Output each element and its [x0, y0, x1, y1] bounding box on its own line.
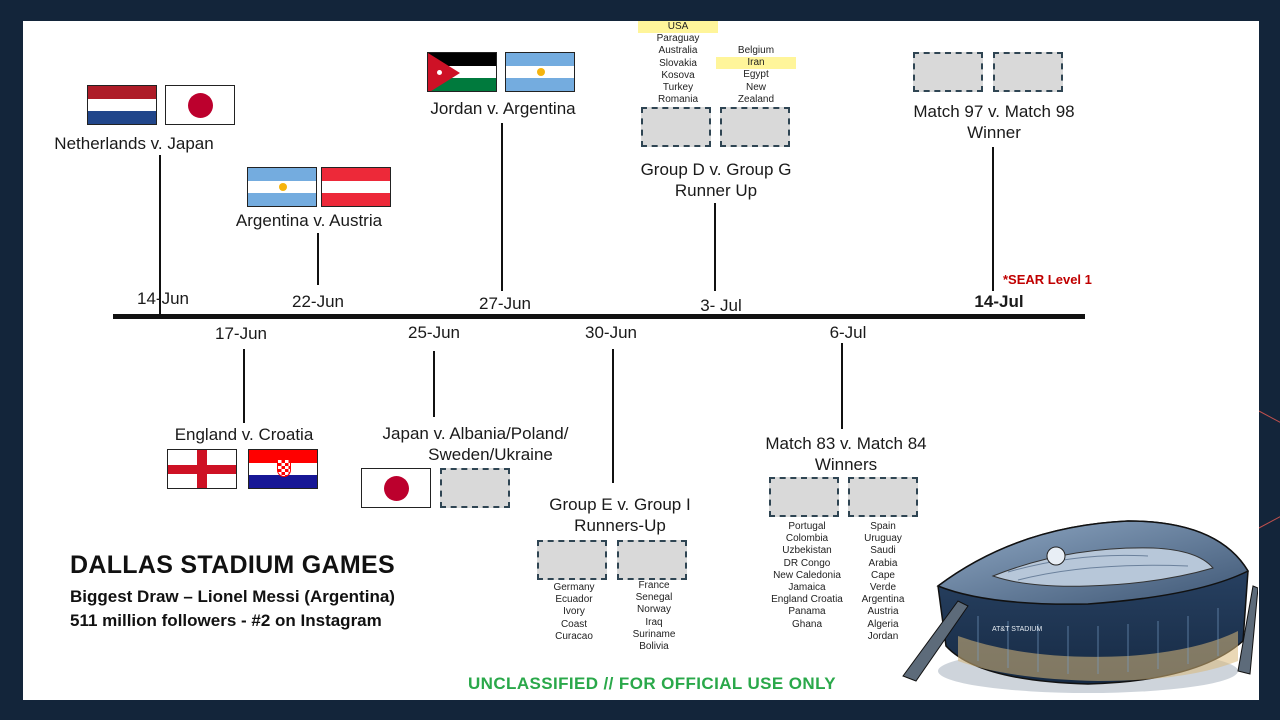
timeline-tick — [714, 203, 716, 291]
subtitle-followers: 511 million followers - #2 on Instagram — [70, 611, 382, 630]
timeline-tick — [243, 349, 245, 423]
match-label-match-83-84: Match 83 v. Match 84 Winners — [765, 434, 927, 474]
stadium-illustration: AT&T STADIUM — [902, 520, 1258, 693]
date-label: 6-Jul — [829, 323, 867, 342]
date-label: 30-Jun — [585, 323, 637, 342]
classification-banner: UNCLASSIFIED // FOR OFFICIAL USE ONLY — [468, 674, 837, 693]
slide: Netherlands v. Japan 14-Jun Argentina v.… — [23, 21, 1259, 700]
timeline-tick — [159, 155, 161, 316]
argentina-flag — [505, 52, 575, 92]
date-label: 14-Jul — [974, 292, 1024, 311]
match-label-group-d-g: Group D v. Group G Runner Up — [640, 160, 792, 200]
team-list-match-84: Spain Uruguay Saudi Arabia Cape Verde Ar… — [861, 521, 905, 642]
team-placeholder — [537, 540, 607, 580]
timeline-tick — [501, 123, 503, 291]
match-label-group-e-i: Group E v. Group I Runners-Up — [549, 495, 691, 535]
jordan-flag — [427, 52, 497, 92]
team-placeholder — [769, 477, 839, 517]
match-label-netherlands-japan: Netherlands v. Japan — [54, 134, 214, 153]
match-label-japan-albania: Japan v. Albania/Poland/ Sweden/Ukraine — [382, 424, 569, 464]
timeline-tick — [433, 351, 435, 417]
england-flag — [167, 449, 237, 489]
croatia-flag — [248, 449, 318, 489]
timeline-tick — [992, 147, 994, 291]
japan-flag — [165, 85, 235, 125]
date-label: 27-Jun — [479, 294, 531, 313]
sear-note: *SEAR Level 1 — [1003, 272, 1092, 287]
japan-flag — [361, 468, 431, 508]
page-title: DALLAS STADIUM GAMES — [70, 551, 395, 579]
team-placeholder — [913, 52, 983, 92]
team-list-group-e: Germany Ecuador Ivory Coast Curacao — [553, 582, 595, 642]
timeline-tick — [841, 343, 843, 429]
team-placeholder — [617, 540, 687, 580]
match-label-argentina-austria: Argentina v. Austria — [235, 211, 383, 230]
timeline-tick — [317, 233, 319, 285]
date-label: 22-Jun — [292, 292, 344, 311]
team-placeholder — [720, 107, 790, 147]
team-list-group-g: Belgium Iran Egypt New Zealand — [716, 45, 796, 106]
timeline-axis — [113, 314, 1085, 319]
date-label: 25-Jun — [408, 323, 460, 342]
date-label: 3- Jul — [700, 296, 742, 315]
match-label-final: Match 97 v. Match 98 Winner — [913, 102, 1075, 142]
argentina-flag — [247, 167, 317, 207]
austria-flag — [321, 167, 391, 207]
match-label-jordan-argentina: Jordan v. Argentina — [430, 99, 576, 118]
team-list-match-83: Portugal Colombia Uzbekistan DR Congo Ne… — [771, 521, 843, 630]
decor-line — [1257, 509, 1280, 529]
stadium-sign: AT&T STADIUM — [992, 626, 1042, 633]
netherlands-flag — [87, 85, 157, 125]
match-label-england-croatia: England v. Croatia — [174, 425, 314, 444]
team-placeholder — [993, 52, 1063, 92]
decor-line — [1257, 410, 1280, 430]
timeline-tick — [612, 349, 614, 483]
team-placeholder — [641, 107, 711, 147]
team-placeholder — [440, 468, 510, 508]
team-list-group-d: USA Paraguay Australia Slovakia Kosova T… — [638, 21, 718, 106]
team-placeholder — [848, 477, 918, 517]
team-list-group-i: France Senegal Norway Iraq Suriname Boli… — [632, 580, 676, 653]
subtitle-biggest-draw: Biggest Draw – Lionel Messi (Argentina) — [70, 587, 395, 606]
date-label: 14-Jun — [137, 289, 189, 308]
date-label: 17-Jun — [215, 324, 267, 343]
